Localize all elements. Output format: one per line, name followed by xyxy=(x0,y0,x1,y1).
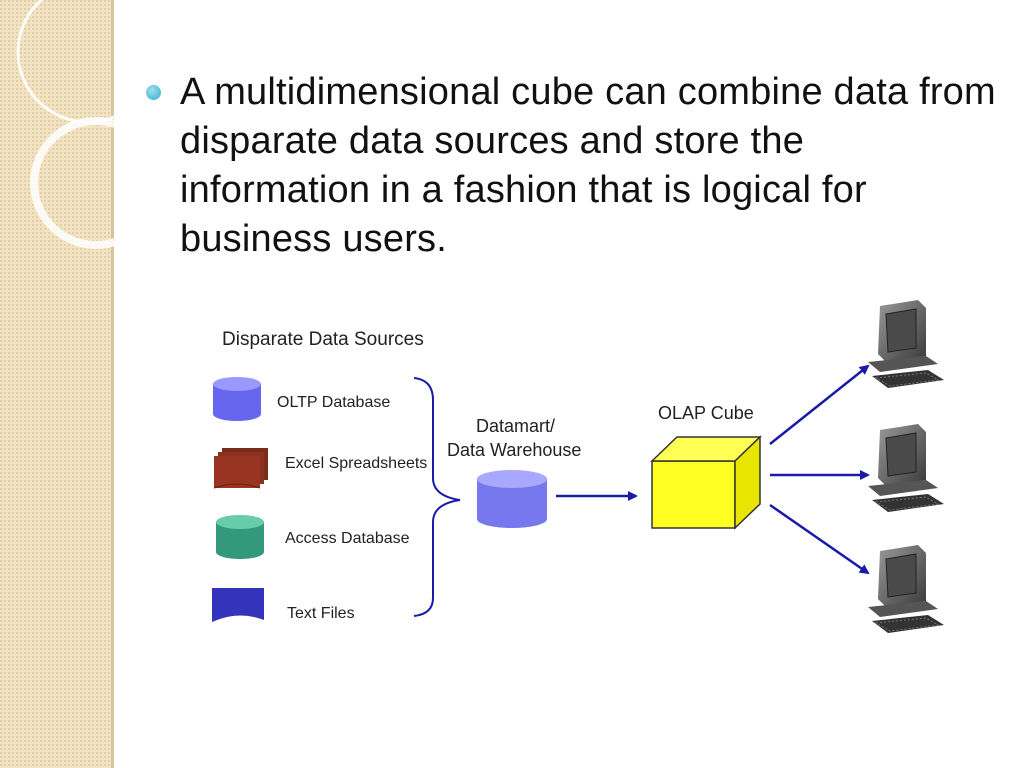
side-panel xyxy=(0,0,114,768)
computer-icon xyxy=(868,300,944,388)
olap-cube-label: OLAP Cube xyxy=(658,403,754,423)
bullet-item: A multidimensional cube can combine data… xyxy=(146,68,996,264)
source-label-access: Access Database xyxy=(285,530,410,547)
side-decoration xyxy=(16,0,114,249)
data-warehouse-icon xyxy=(477,470,547,528)
text-files-icon xyxy=(212,588,264,622)
computer-icon xyxy=(868,424,944,512)
source-label-text-files: Text Files xyxy=(287,605,355,622)
warehouse-label-line1: Datamart/ xyxy=(476,416,555,436)
oltp-database-icon xyxy=(213,377,261,421)
source-label-excel: Excel Spreadsheets xyxy=(285,455,427,472)
computer-icon xyxy=(868,545,944,633)
grouping-brace xyxy=(413,377,461,617)
bullet-text: A multidimensional cube can combine data… xyxy=(180,71,996,260)
sources-title: Disparate Data Sources xyxy=(222,329,424,350)
access-database-icon xyxy=(216,515,264,559)
olap-cube-icon xyxy=(650,435,762,530)
cube-to-client-arrow-1 xyxy=(769,364,870,445)
excel-spreadsheets-icon xyxy=(213,448,268,489)
warehouse-label-line2: Data Warehouse xyxy=(447,440,581,460)
bullet-icon xyxy=(146,85,161,100)
cube-to-client-arrow-3 xyxy=(769,503,870,575)
source-label-oltp: OLTP Database xyxy=(277,394,390,411)
